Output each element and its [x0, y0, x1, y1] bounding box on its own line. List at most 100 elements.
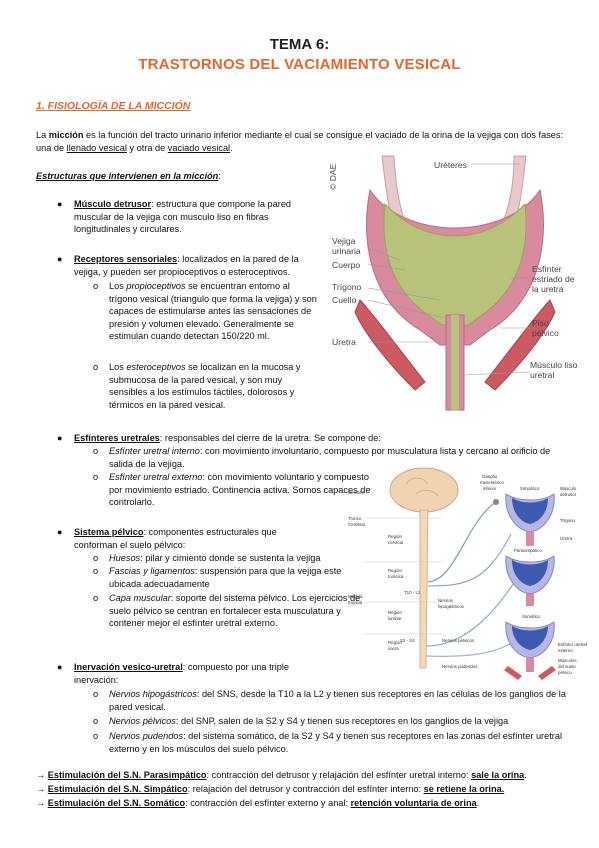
page-subtitle: TRASTORNOS DEL VACIAMIENTO VESICAL — [138, 56, 461, 73]
somatic-bladder — [504, 621, 556, 680]
label-piso: Piso — [532, 318, 549, 328]
label-pelvico: pélvico — [558, 670, 572, 675]
label-mesenterico: mesentérico — [480, 480, 504, 485]
label-esfinter-externo: Esfínter uretral — [558, 642, 587, 647]
bones-item: Huesos: pilar y cimiento donde se susten… — [109, 553, 321, 563]
label-tronco: Tronco — [348, 516, 362, 521]
sub-bullet: o — [93, 716, 99, 726]
label-nervios-pelvicos: Nervios pélvicos — [442, 638, 475, 643]
sympathetic-line: → Estimulación del S.N. Simpático: relaj… — [36, 784, 505, 794]
section-heading: 1. FISIOLOGÍA DE LA MICCIÓN — [36, 100, 191, 112]
label-toracica: torácica — [388, 574, 404, 579]
label-sacra: sacra — [388, 646, 399, 651]
watermark-text: © DAE — [330, 163, 338, 190]
label-cuerpo: Cuerpo — [332, 260, 360, 270]
label-trigono: Trígono — [560, 518, 576, 523]
sub-bullet: o — [93, 689, 99, 699]
label-espinal: Espinal — [348, 600, 362, 605]
sub-bullet: o — [93, 593, 99, 603]
label-t10-l2: T10 - L2 — [404, 590, 421, 595]
sub-bullet: o — [93, 362, 99, 372]
sub-bullet: o — [93, 731, 99, 741]
label-uretral: uretral — [530, 370, 554, 380]
ganglion-shape — [493, 499, 499, 505]
label-externo: externo — [558, 648, 573, 653]
label-inferior: inferior — [483, 486, 497, 491]
label-musculo-liso: Músculo liso — [530, 360, 578, 370]
label-detrusor: detrusor — [560, 492, 577, 497]
label-nervios-pudendos: Nervios pudendos — [442, 664, 478, 669]
external-sphincter-item: Esfínter uretral externo: con movimiento… — [109, 472, 371, 508]
label-ganglio: Ganglio — [482, 474, 498, 479]
intro-paragraph: La micción es la función del tracto urin… — [36, 130, 564, 153]
label-region-cervical: Región — [388, 534, 402, 539]
fascia-item: Fascias y ligamentos: suspensión para qu… — [109, 566, 342, 589]
bullet-dot: ● — [57, 662, 63, 672]
sympathetic-bladder — [505, 493, 555, 546]
right-pelvic-muscle-shape — [484, 299, 556, 391]
label-cervical: cervical — [388, 540, 403, 545]
label-region-sacra: Región — [388, 640, 402, 645]
page-title: TEMA 6: — [269, 36, 330, 53]
pelvic-nerve-line — [425, 571, 522, 647]
label-esfinter: Esfínter — [532, 264, 562, 274]
label-uretra: Uretra — [332, 337, 356, 347]
label-del-suelo: del suelo — [558, 664, 576, 669]
label-cerebro: Cerebro — [348, 490, 364, 495]
innervation-figure: Cerebro Tronco Cerebral Región cervical … — [348, 467, 587, 680]
label-simpatico: Simpático — [520, 486, 540, 491]
label-pelvico: pélvico — [532, 328, 559, 338]
bullet-dot: ● — [57, 433, 63, 443]
label-musculo: Músculo — [560, 486, 577, 491]
propioceptive-item: Los propioceptivos se encuentran entorno… — [109, 281, 317, 342]
exteroceptive-item: Los esteroceptivos se localizan en la mu… — [109, 362, 301, 410]
label-vejiga: Vejiga — [332, 236, 356, 246]
hypogastric-item: Nervios hipogástricos: del SNS, desde la… — [109, 689, 566, 712]
parasympathetic-line: → Estimulación del S.N. Parasimpático: c… — [36, 770, 527, 780]
label-region-lumbar: Región — [388, 610, 402, 615]
sub-bullet: o — [93, 566, 99, 576]
structures-heading: Estructuras que intervienen en la micció… — [36, 171, 221, 181]
label-cuello: Cuello — [332, 295, 357, 305]
internal-sphincter-item: Esfínter uretral interno: con movimiento… — [109, 446, 551, 469]
pudendal-item: Nervios pudendos: del sistema somático, … — [109, 731, 562, 754]
label-parasimpatico: Parasimpático — [514, 548, 542, 553]
label-cerebral: Cerebral — [348, 522, 365, 527]
receptors-item: Receptores sensoriales: localizados en l… — [74, 254, 299, 277]
pelvic-item: Sistema pélvico: componentes estructural… — [74, 527, 277, 550]
label-medula: Médula — [348, 594, 363, 599]
label-lumbar: lumbar — [388, 616, 402, 621]
muscle-layer-item: Capa muscular: soporte del sistema pélvi… — [109, 593, 361, 629]
label-uretra: Uretra — [560, 536, 573, 541]
label-nervios-hipog: Nervios — [438, 598, 454, 603]
detrusor-item: Músculo detrusor: estructura que compone… — [74, 199, 292, 235]
bullet-dot: ● — [57, 199, 63, 209]
urethra-lumen-shape — [451, 315, 459, 410]
bullet-dot: ● — [57, 527, 63, 537]
bullet-dot: ● — [57, 254, 63, 264]
sub-bullet: o — [93, 446, 99, 456]
innervation-item: Inervación vesico-uretral: compuesto por… — [74, 662, 289, 685]
label-la-uretra: la uretra — [532, 284, 564, 294]
pelvic-nerves-item: Nervios pélvicos: del SNP, salen de la S… — [109, 716, 509, 726]
label-musculos: Músculos — [558, 658, 577, 663]
sub-bullet: o — [93, 553, 99, 563]
label-ureteres: Uréteres — [434, 160, 467, 170]
spinal-cord-shape — [419, 509, 429, 669]
label-trigono: Trígono — [332, 282, 362, 292]
sub-bullet: o — [93, 281, 99, 291]
sub-bullet: o — [93, 472, 99, 482]
label-estriado: estriado de — [532, 274, 575, 284]
bladder-anatomy-figure: © DAE Uréteres Vejiga urinaria Cuerpo Tr… — [330, 155, 578, 411]
label-region-toracica: Región — [388, 568, 402, 573]
label-s2-s4: S2 - S4 — [400, 638, 415, 643]
hypogastric-nerve-line — [427, 501, 497, 583]
brain-shape — [389, 467, 459, 513]
bladder-lumen-shape — [383, 202, 527, 326]
label-hipogastricos: hipogástricos — [438, 604, 465, 609]
sphincters-item: Esfínteres uretrales: responsables del c… — [74, 433, 381, 443]
somatic-line: → Estimulación del S.N. Somático: contra… — [36, 798, 480, 808]
left-pelvic-muscle-shape — [354, 299, 426, 391]
parasympathetic-bladder — [505, 555, 555, 606]
label-urinaria: urinaria — [332, 246, 361, 256]
